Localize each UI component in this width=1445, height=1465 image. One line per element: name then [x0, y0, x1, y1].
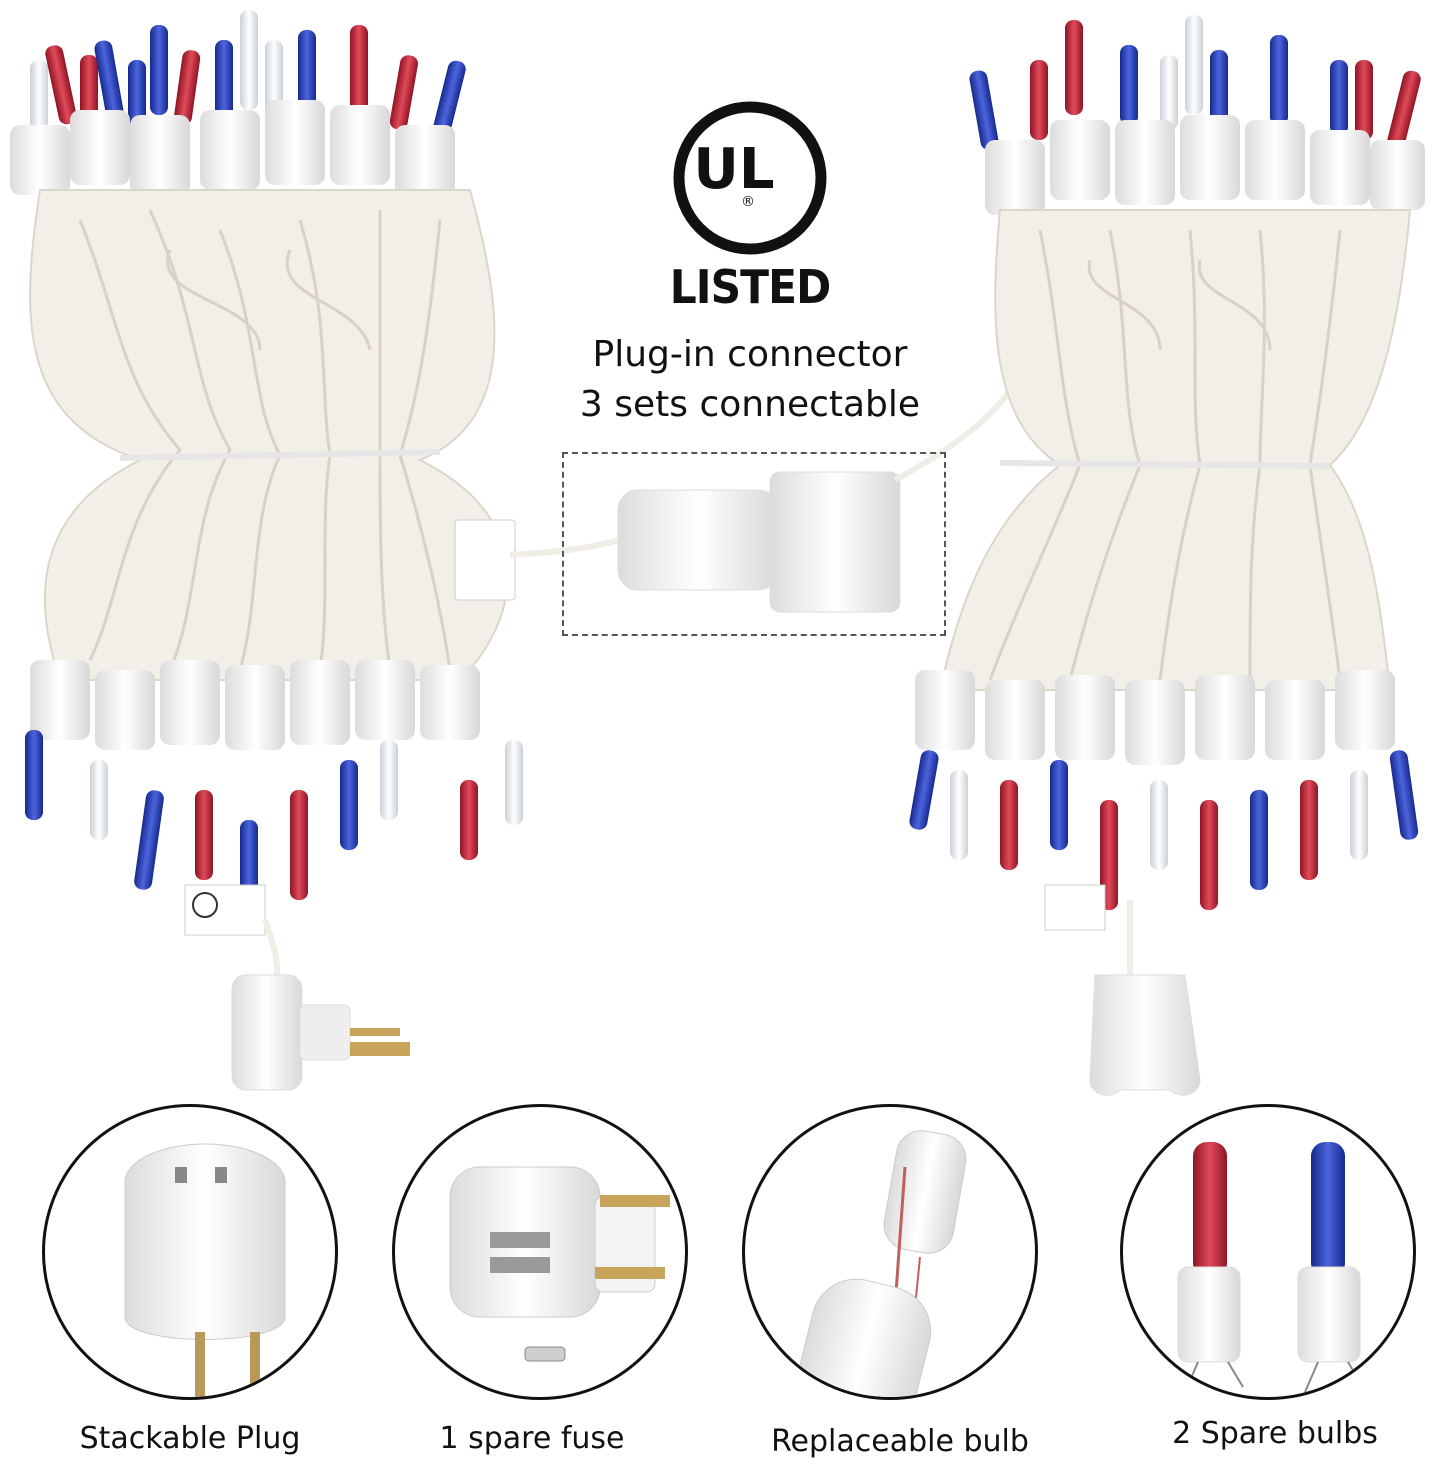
left-bottom-sockets: [30, 660, 480, 750]
headline-line-1: Plug-in connector: [592, 334, 908, 375]
feature-caption-stackable-plug: Stackable Plug: [79, 1421, 301, 1456]
left-light-string: [10, 10, 523, 1091]
stackable-plug-icon: [124, 1143, 286, 1397]
right-bottom-sockets: [915, 670, 1395, 765]
left-top-sockets: [10, 100, 455, 200]
feature-caption-spare-fuse: 1 spare fuse: [439, 1421, 625, 1456]
feature-caption-replaceable-bulb: Replaceable bulb: [771, 1424, 1029, 1459]
ul-logo-icon: UL ®: [673, 101, 827, 255]
left-top-bulbs: [30, 10, 466, 140]
spare-bulbs-icon: [1177, 1142, 1364, 1393]
spare-fuse-icon: [449, 1166, 670, 1362]
feature-replaceable-bulb-image: [742, 1104, 1038, 1400]
right-top-sockets: [985, 115, 1425, 215]
registered-mark: ®: [741, 194, 755, 210]
product-illustration: [10, 10, 1425, 1096]
headline: Plug-in connector 3 sets connectable: [470, 330, 1030, 430]
feature-caption-spare-bulbs: 2 Spare bulbs: [1172, 1416, 1378, 1451]
connector-highlight-box: [562, 452, 946, 636]
replaceable-bulb-icon: [798, 1130, 967, 1397]
right-bottom-bulbs: [909, 750, 1419, 910]
center-connector: [509, 388, 1013, 613]
feature-spare-fuse-image: [392, 1104, 688, 1400]
left-bottom-bulbs: [25, 730, 523, 900]
right-light-string: [909, 15, 1425, 1096]
ul-listed-badge: UL ® LISTED: [600, 100, 900, 312]
feature-stackable-plug-image: [42, 1104, 338, 1400]
headline-line-2: 3 sets connectable: [579, 384, 921, 425]
listed-label: LISTED: [669, 260, 832, 314]
feature-spare-bulbs-image: [1120, 1104, 1416, 1400]
ul-logo-u: UL: [693, 137, 774, 202]
right-top-bulbs: [969, 15, 1421, 150]
